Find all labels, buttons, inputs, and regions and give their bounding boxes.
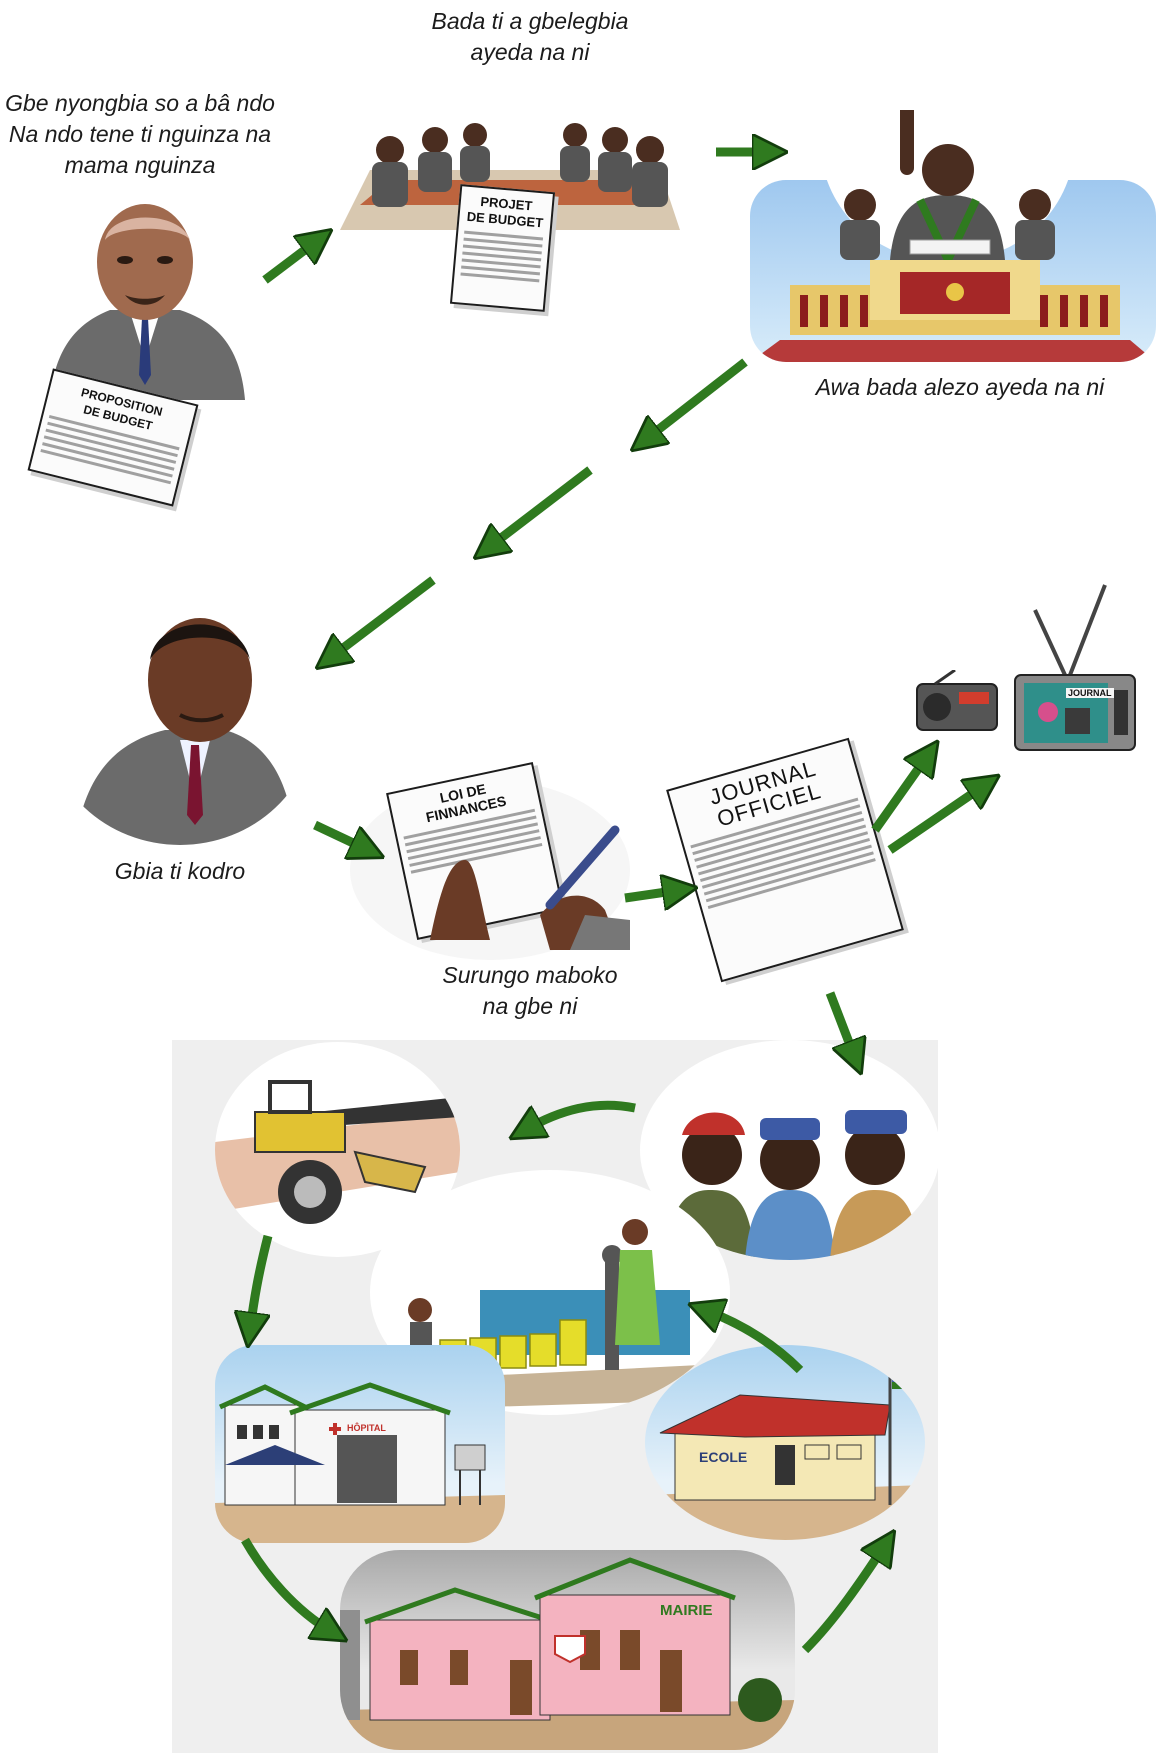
arrow-signing-to-journal (624, 890, 680, 898)
arrow-journal-to-tv (887, 785, 985, 854)
caption-signature: Surungo maboko na gbe ni (420, 960, 640, 1022)
caption-president-line-1: Gbia ti kodro (114, 858, 246, 884)
arrow-journal-to-radio (871, 755, 928, 833)
arrow-journal-to-services (825, 991, 855, 1058)
caption-minister-line-3: mama nguinza (64, 152, 216, 178)
arrow-president-to-signing (313, 820, 368, 850)
arrow-to-president (330, 576, 436, 658)
caption-assembly: Awa bada alezo ayeda na ni (800, 372, 1120, 403)
caption-minister: Gbe nyongbia so a bâ ndo Na ndo tene ti … (0, 88, 280, 181)
tv-journal-label: JOURNAL (1066, 688, 1114, 698)
caption-government: Bada ti a gbelegbia ayeda na ni (400, 6, 660, 68)
arrow-assembly-down-1 (645, 358, 748, 440)
caption-signature-line-2: na gbe ni (482, 993, 578, 1019)
caption-government-line-1: Bada ti a gbelegbia (431, 8, 629, 34)
arrow-minister-to-government (262, 240, 318, 284)
radio-icon (915, 670, 1000, 732)
caption-signature-line-1: Surungo maboko (442, 962, 618, 988)
mairie-illustration: MAIRIE (340, 1550, 795, 1750)
caption-assembly-line-1: Awa bada alezo ayeda na ni (815, 374, 1105, 400)
hospital-illustration: HÔPITAL (215, 1345, 505, 1543)
mairie-label: MAIRIE (660, 1602, 713, 1619)
deputies-voting-illustration (820, 110, 1075, 260)
arrow-mairie-to-school (801, 1545, 885, 1654)
school-label: ECOLE (699, 1449, 748, 1465)
national-assembly-illustration (750, 180, 1156, 362)
caption-president: Gbia ti kodro (100, 856, 260, 887)
arrow-road-to-hospital (250, 1234, 273, 1330)
arrow-security-to-road (525, 1100, 636, 1130)
school-illustration: ECOLE (645, 1345, 925, 1540)
road-construction-illustration (215, 1042, 460, 1257)
signing-hands-illustration (420, 820, 630, 950)
security-forces-illustration (640, 1040, 940, 1260)
television-icon: JOURNAL (1010, 580, 1140, 760)
arrow-assembly-down-2 (488, 466, 593, 548)
caption-minister-line-2: Na ndo tene ti nguinza na (8, 121, 272, 147)
finance-minister-illustration (30, 200, 260, 400)
water-pump-illustration (370, 1170, 730, 1415)
caption-government-line-2: ayeda na ni (470, 39, 590, 65)
arrow-hospital-to-mairie (241, 1537, 332, 1632)
caption-minister-line-1: Gbe nyongbia so a bâ ndo (5, 90, 275, 116)
arrow-school-to-water (705, 1310, 804, 1374)
president-illustration (45, 590, 315, 845)
hospital-label: HÔPITAL (347, 1423, 386, 1433)
